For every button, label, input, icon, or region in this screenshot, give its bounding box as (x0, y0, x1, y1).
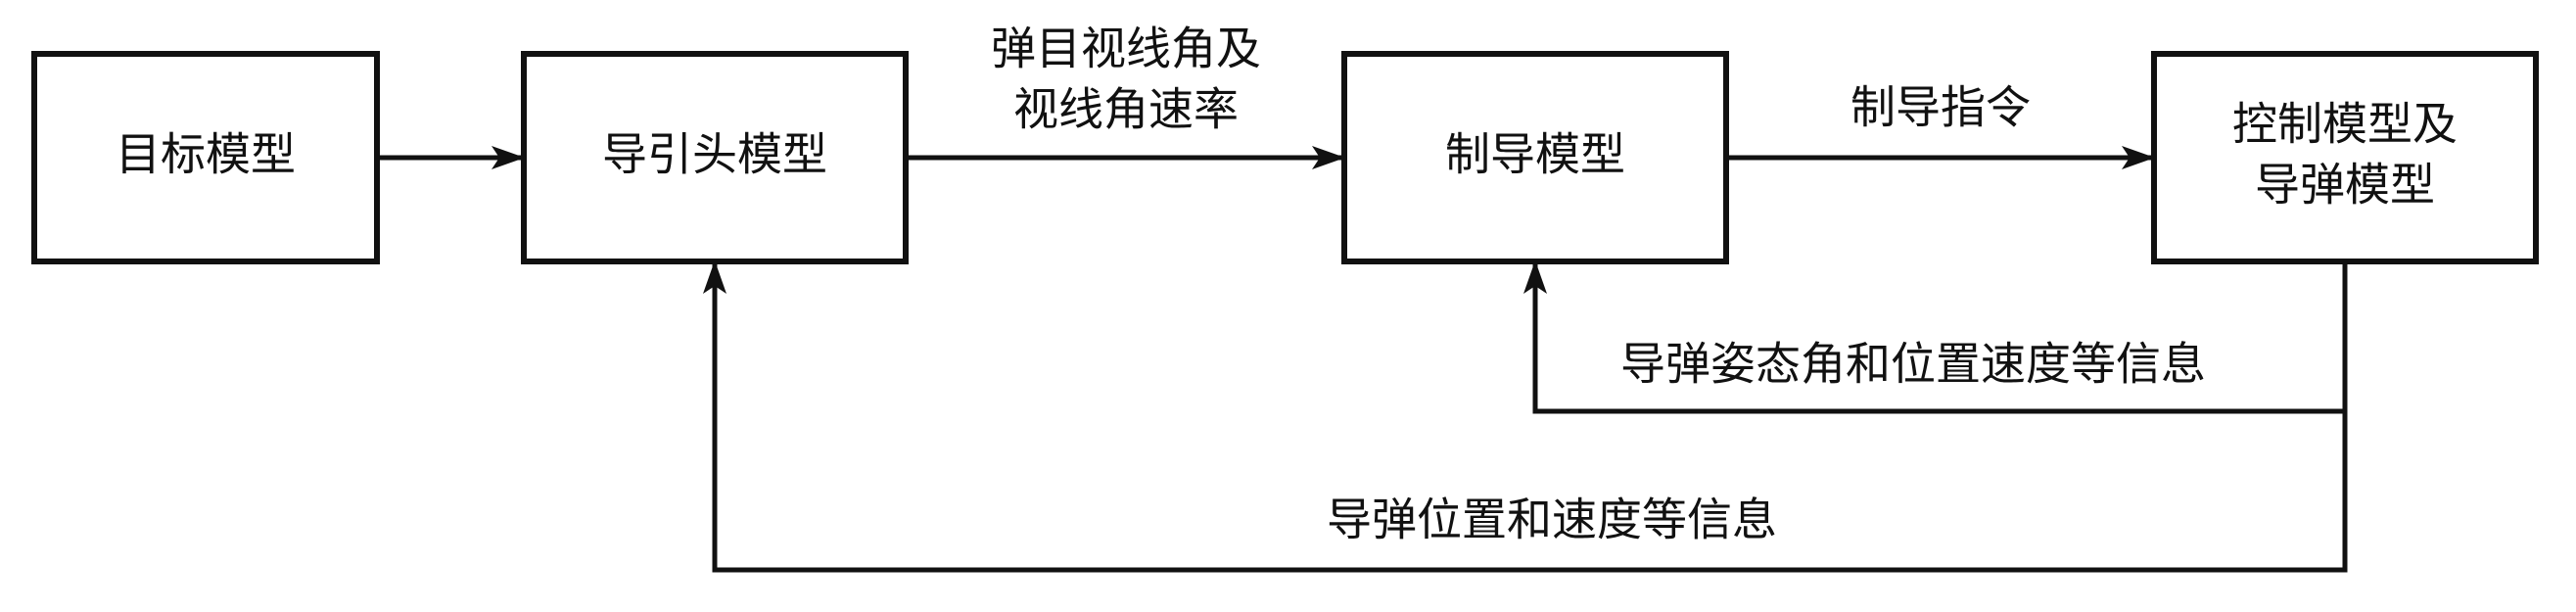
guidance-model-label: 制导模型 (1445, 128, 1625, 181)
control-model-label-line2: 导弹模型 (2255, 159, 2435, 212)
position-feedback-label: 导弹位置和速度等信息 (1327, 494, 1777, 546)
attitude-feedback-arrow (1523, 260, 2348, 414)
control-model-block: 控制模型及 导弹模型 (2151, 51, 2539, 264)
los-angle-label-line1: 弹目视线角及 (991, 23, 1261, 75)
seeker-model-label: 导引头模型 (602, 128, 827, 181)
seeker-model-block: 导引头模型 (521, 51, 909, 264)
control-model-label-line1: 控制模型及 (2232, 98, 2458, 151)
guidance-model-block: 制导模型 (1341, 51, 1729, 264)
los-angle-label-line2: 视线角速率 (1013, 83, 1239, 136)
target-model-label: 目标模型 (116, 128, 296, 181)
guidance-command-label: 制导指令 (1850, 81, 2031, 134)
target-model-block: 目标模型 (31, 51, 380, 264)
attitude-feedback-label: 导弹姿态角和位置速度等信息 (1620, 338, 2206, 391)
position-feedback-arrow (703, 260, 2348, 573)
